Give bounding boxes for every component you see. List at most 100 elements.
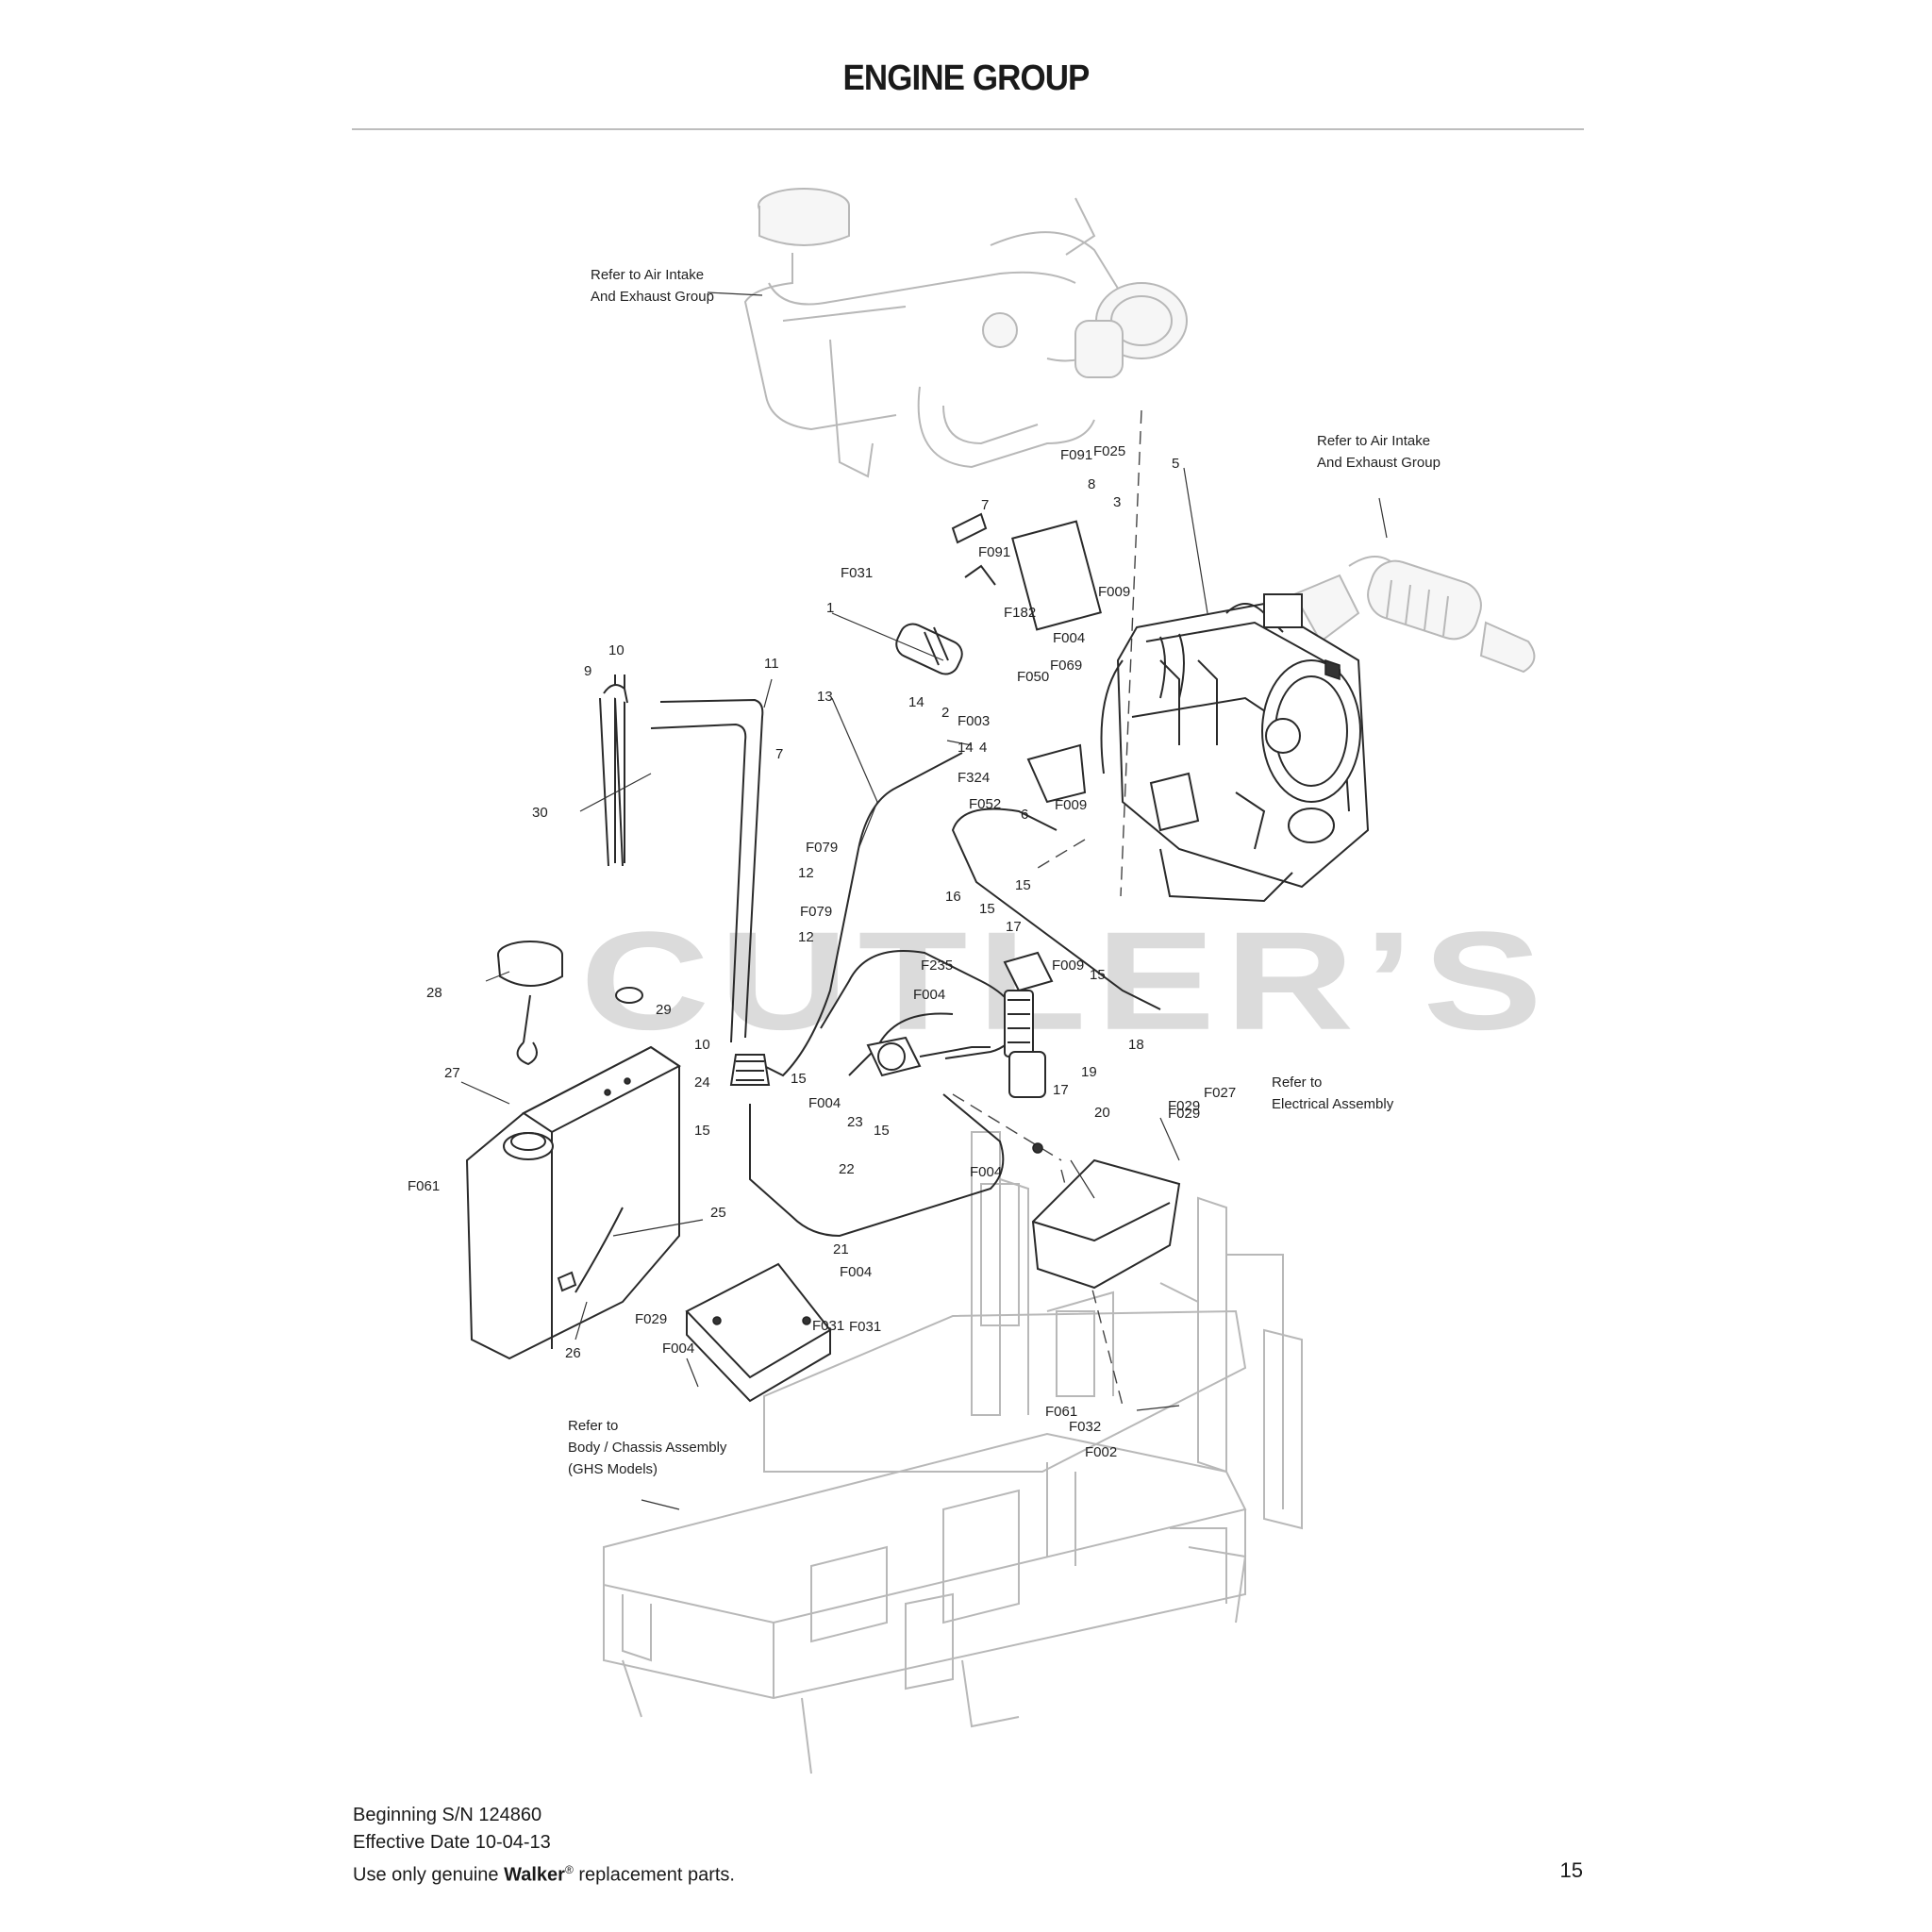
guard-plate (685, 1262, 832, 1403)
page-title: ENGINE GROUP (842, 58, 1091, 98)
callout-4: 4 (979, 740, 987, 756)
callout-f004: F004 (913, 987, 945, 1003)
callout-f009: F009 (1098, 584, 1130, 600)
callout-11: 11 (764, 656, 779, 672)
footer-brand: Walker (504, 1864, 565, 1886)
callout-f029: F029 (1168, 1106, 1200, 1122)
callout-15: 15 (1090, 967, 1106, 983)
callout-f324: F324 (958, 770, 990, 786)
note-air-intake-left-line1: Refer to Air Intake (591, 267, 704, 283)
footer-registered-mark: ® (564, 1863, 574, 1876)
callout-f004: F004 (662, 1341, 694, 1357)
fuel-cap (497, 941, 643, 1066)
title-divider (352, 128, 1584, 130)
callout-f061: F061 (408, 1178, 440, 1194)
engine (1100, 593, 1370, 903)
callout-18: 18 (1128, 1037, 1144, 1053)
callout-f004: F004 (970, 1164, 1002, 1180)
fuel-tank (465, 1045, 681, 1360)
callout-21: 21 (833, 1241, 849, 1257)
alignment-lines (952, 409, 1142, 1407)
callout-f052: F052 (969, 796, 1001, 812)
callout-6: 6 (1021, 807, 1028, 823)
footer-effective-date: Effective Date 10-04-13 (353, 1832, 551, 1853)
note-air-intake-right-line2: And Exhaust Group (1317, 455, 1441, 471)
callout-f069: F069 (1050, 658, 1082, 674)
note-chassis-line3: (GHS Models) (568, 1461, 658, 1477)
callout-5: 5 (1172, 456, 1179, 472)
leader-lines (460, 291, 1388, 1510)
callout-7: 7 (981, 497, 989, 513)
note-chassis: Refer to Body / Chassis Assembly (GHS Mo… (568, 1418, 727, 1477)
callout-f027: F027 (1204, 1085, 1236, 1101)
callout-f029: F029 (635, 1311, 667, 1327)
callout-3: 3 (1113, 494, 1121, 510)
air-intake-ghost (743, 188, 1188, 478)
callout-24: 24 (694, 1074, 710, 1091)
callout-f029: F029 (1168, 1098, 1200, 1114)
callout-25: 25 (710, 1205, 726, 1221)
callout-f079: F079 (800, 904, 832, 920)
callout-f009: F009 (1052, 958, 1084, 974)
muffler-ghost (1292, 556, 1536, 674)
callout-f031: F031 (849, 1319, 881, 1335)
callout-f009: F009 (1055, 797, 1087, 813)
callout-13: 13 (817, 689, 833, 705)
callout-20: 20 (1094, 1105, 1110, 1121)
footer-prefix: Use only genuine (353, 1864, 505, 1886)
frame-uprights-ghost (980, 1183, 1095, 1397)
callout-1: 1 (826, 600, 834, 616)
note-air-intake-left-line2: And Exhaust Group (591, 289, 714, 305)
callout-f091: F091 (1060, 447, 1092, 463)
callout-12: 12 (798, 865, 814, 881)
callout-f004: F004 (1053, 630, 1085, 646)
dipstick-tube (599, 684, 628, 867)
callout-f182: F182 (1004, 605, 1036, 621)
note-electrical: Refer to Electrical Assembly (1272, 1074, 1394, 1112)
callout-17: 17 (1053, 1082, 1069, 1098)
callout-23: 23 (847, 1114, 863, 1130)
note-air-intake-right-line1: Refer to Air Intake (1317, 433, 1430, 449)
callout-f004: F004 (840, 1264, 872, 1280)
callout-f050: F050 (1017, 669, 1049, 685)
footer-suffix: replacement parts. (573, 1864, 735, 1886)
callout-f091: F091 (978, 544, 1010, 560)
callout-17: 17 (1006, 919, 1022, 935)
callout-19: 19 (1081, 1064, 1097, 1080)
callout-15: 15 (1015, 877, 1031, 893)
note-electrical-line1: Refer to (1272, 1074, 1322, 1091)
callout-22: 22 (839, 1161, 855, 1177)
callout-f004: F004 (808, 1095, 841, 1111)
fuel-components (729, 512, 1102, 1098)
callout-12: 12 (798, 929, 814, 945)
note-chassis-line1: Refer to (568, 1418, 618, 1434)
callout-7: 7 (775, 746, 783, 762)
note-electrical-line2: Electrical Assembly (1272, 1096, 1394, 1112)
chassis-ghost (603, 1131, 1303, 1774)
callout-16: 16 (945, 889, 961, 905)
callout-26: 26 (565, 1345, 581, 1361)
callout-15: 15 (979, 901, 995, 917)
callout-f002: F002 (1085, 1444, 1117, 1460)
callout-10: 10 (694, 1037, 710, 1053)
watermark: CUTLER’S (580, 903, 1552, 1059)
callout-2: 2 (941, 705, 949, 721)
callout-f061: F061 (1045, 1404, 1077, 1420)
callout-f031: F031 (841, 565, 873, 581)
callout-15: 15 (874, 1123, 890, 1139)
callout-f025: F025 (1093, 443, 1125, 459)
footer-serial: Beginning S/N 124860 (353, 1805, 542, 1825)
note-chassis-line2: Body / Chassis Assembly (568, 1440, 727, 1456)
callout-15: 15 (694, 1123, 710, 1139)
callout-f031: F031 (812, 1318, 844, 1334)
callout-14: 14 (958, 740, 974, 756)
callout-f235: F235 (921, 958, 953, 974)
callout-f079: F079 (806, 840, 838, 856)
callout-f032: F032 (1069, 1419, 1101, 1435)
control-box (1031, 1142, 1181, 1290)
footer: Beginning S/N 124860 Effective Date 10-0… (353, 1802, 735, 1890)
callout-9: 9 (584, 663, 591, 679)
note-air-intake-left: Refer to Air Intake And Exhaust Group (591, 267, 714, 305)
callout-30: 30 (532, 805, 548, 821)
